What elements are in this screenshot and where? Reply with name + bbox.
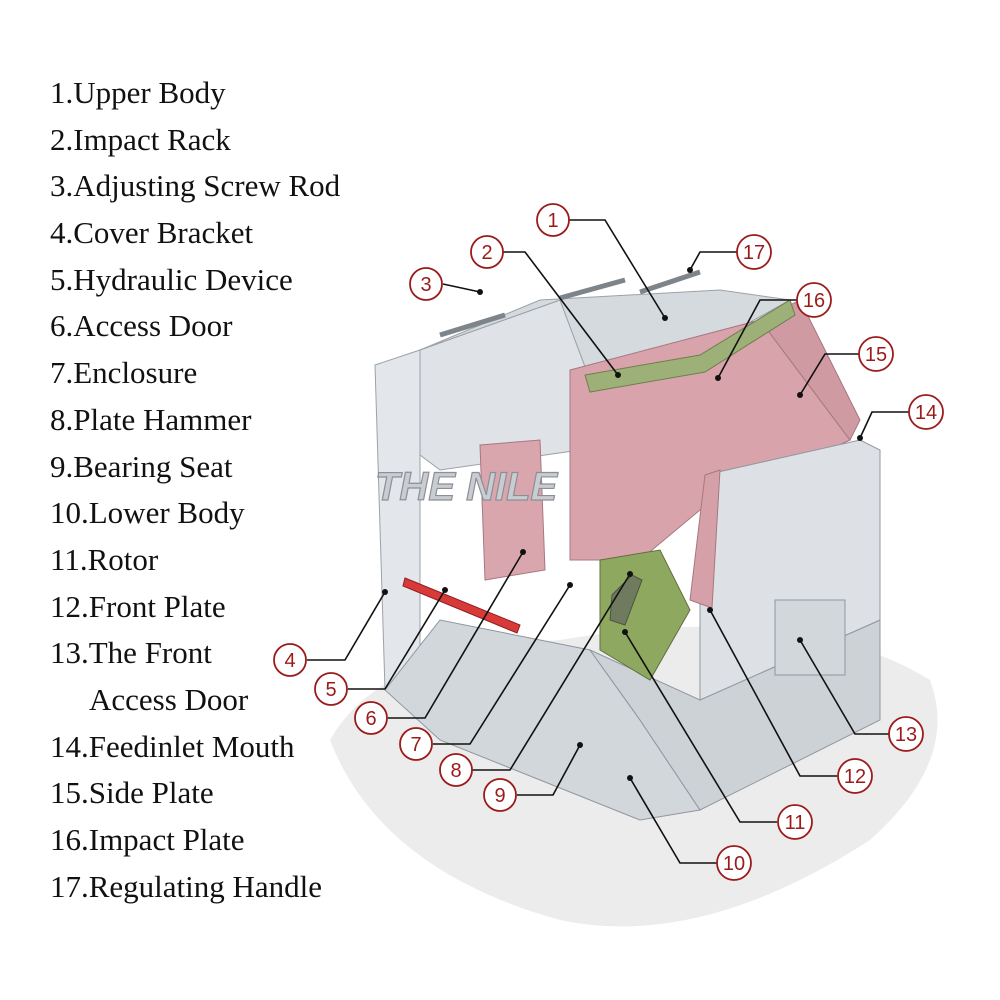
leader-8 — [472, 573, 631, 771]
svg-text:8: 8 — [450, 760, 461, 782]
adjusting-screw-rod — [439, 312, 506, 338]
callout-15: 15 — [858, 336, 894, 372]
leader-13 — [799, 639, 889, 735]
leader-10 — [629, 777, 717, 864]
svg-text:5: 5 — [325, 679, 336, 701]
legend-item-8: 8.Plate Hammer — [50, 401, 252, 437]
leader-9 — [517, 744, 581, 796]
svg-text:6: 6 — [365, 708, 376, 730]
left-side-wall — [374, 349, 421, 701]
callout-9: 9 — [483, 778, 517, 812]
svg-text:10: 10 — [723, 853, 745, 875]
leader-16 — [717, 299, 797, 379]
svg-text:14: 14 — [915, 402, 937, 424]
svg-text:7: 7 — [410, 734, 421, 756]
leader-12 — [709, 609, 838, 777]
regulating-handle — [559, 277, 626, 301]
svg-text:3: 3 — [420, 274, 431, 296]
svg-text:12: 12 — [844, 766, 866, 788]
legend-item-12: 12.Front Plate — [50, 588, 226, 624]
impact-plate — [584, 299, 796, 393]
legend-item-11: 11.Rotor — [50, 541, 159, 577]
callout-1: 1 — [536, 203, 570, 237]
legend-item-15: 15.Side Plate — [50, 775, 214, 811]
legend-item-5: 5.Hydraulic Device — [50, 261, 293, 297]
leader-dots — [382, 267, 863, 781]
leader-1 — [569, 219, 666, 319]
svg-text:2: 2 — [481, 242, 492, 264]
svg-text:4: 4 — [284, 650, 295, 672]
legend-item-7: 7.Enclosure — [50, 355, 198, 391]
callout-17: 17 — [736, 234, 772, 270]
front-access-door — [774, 599, 846, 676]
leader-7 — [433, 584, 571, 745]
leader-15 — [799, 353, 859, 396]
leader-6 — [388, 551, 524, 719]
callout-3: 3 — [409, 267, 443, 301]
legend-item-6: 6.Access Door — [50, 308, 233, 344]
parts-legend: 1.Upper Body 2.Impact Rack 3.Adjusting S… — [50, 70, 340, 910]
legend-item-17: 17.Regulating Handle — [50, 868, 323, 904]
callout-12: 12 — [837, 758, 873, 794]
leader-17 — [689, 251, 737, 271]
callout-2: 2 — [470, 235, 504, 269]
svg-text:9: 9 — [494, 785, 505, 807]
callout-6: 6 — [354, 701, 388, 735]
regulating-handle-2 — [639, 269, 701, 295]
callout-8: 8 — [439, 753, 473, 787]
svg-text:13: 13 — [895, 724, 917, 746]
svg-text:15: 15 — [865, 344, 887, 366]
hydraulic-device — [402, 577, 521, 634]
callout-16: 16 — [796, 282, 832, 318]
watermark: THE NILE — [375, 465, 559, 509]
callout-13: 13 — [888, 716, 924, 752]
svg-text:16: 16 — [803, 290, 825, 312]
callout-14: 14 — [908, 394, 944, 430]
legend-item-13-continued: Access Door — [89, 681, 249, 717]
callout-4: 4 — [273, 643, 307, 677]
legend-item-9: 9.Bearing Seat — [50, 448, 233, 484]
svg-text:1: 1 — [547, 210, 558, 232]
legend-item-3: 3.Adjusting Screw Rod — [50, 168, 341, 204]
legend-item-4: 4.Cover Bracket — [50, 215, 254, 251]
side-access-door — [479, 439, 546, 581]
svg-text:17: 17 — [743, 242, 765, 264]
legend-item-2: 2.Impact Rack — [50, 121, 231, 157]
svg-text:11: 11 — [785, 812, 806, 834]
legend-item-14: 14.Feedinlet Mouth — [50, 728, 295, 764]
leader-11 — [624, 631, 777, 823]
callout-5: 5 — [314, 672, 348, 706]
callout-11: 11 — [777, 804, 813, 840]
leader-4 — [307, 591, 386, 661]
leader-14 — [859, 411, 909, 439]
callout-10: 10 — [716, 845, 752, 881]
front-plate-liner — [689, 469, 721, 609]
leader-3 — [442, 283, 481, 293]
leader-5 — [348, 589, 446, 690]
rotor — [599, 549, 691, 681]
legend-item-10: 10.Lower Body — [50, 495, 245, 531]
legend-item-13: 13.The Front — [50, 635, 212, 671]
plate-hammer — [609, 574, 643, 626]
leader-2 — [503, 251, 619, 376]
legend-item-16: 16.Impact Plate — [50, 822, 245, 857]
legend-item-1: 1.Upper Body — [50, 75, 226, 110]
leader-lines — [307, 219, 909, 864]
callout-7: 7 — [399, 727, 433, 761]
